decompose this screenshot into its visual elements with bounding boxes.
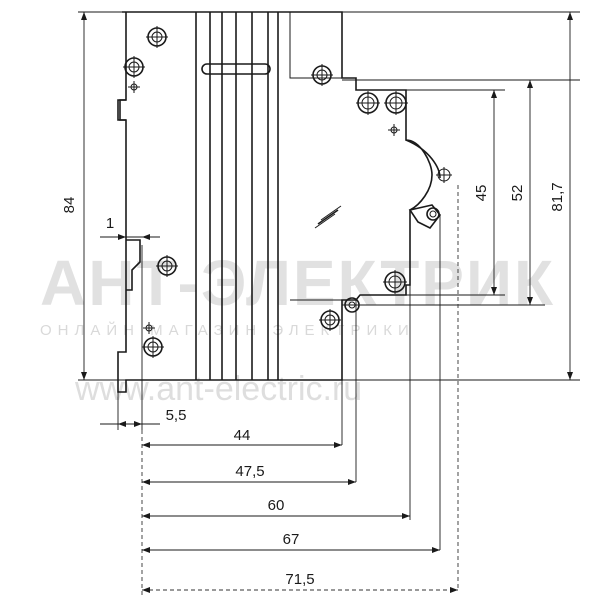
dim-offset-5-5: 5,5 xyxy=(166,407,187,424)
dim-width-44: 44 xyxy=(234,427,251,444)
dimension-labels: 84 1 5,5 44 47,5 60 67 71,5 45 52 81,7 xyxy=(61,182,566,588)
dim-width-71-5: 71,5 xyxy=(285,571,314,588)
screw-terminal-icon xyxy=(356,91,380,115)
screw-terminal-icon xyxy=(123,56,145,78)
screws xyxy=(123,26,452,358)
dim-width-47-5: 47,5 xyxy=(235,463,264,480)
screw-terminal-icon xyxy=(142,336,164,358)
inspection-slot xyxy=(317,209,339,225)
dim-width-60: 60 xyxy=(268,497,285,514)
screw-terminal-icon xyxy=(311,64,333,86)
watermark-brand: АНТ-ЭЛЕКТРИК xyxy=(40,247,555,319)
dim-height-84: 84 xyxy=(61,197,78,214)
dim-clearance-1: 1 xyxy=(106,215,114,232)
screw-terminal-icon xyxy=(384,91,408,115)
screw-terminal-icon xyxy=(383,270,407,294)
extension-lines xyxy=(78,11,580,595)
handle-slot xyxy=(201,63,271,75)
watermark-url: www.ant-electric.ru xyxy=(74,370,362,408)
dim-height-52: 52 xyxy=(509,185,526,202)
dim-width-67: 67 xyxy=(283,531,300,548)
watermark-tagline: ОНЛАЙН МАГАЗИН ЭЛЕКТРИКИ xyxy=(40,321,415,339)
rivet-cross-icon xyxy=(128,81,140,93)
rivet-cross-icon xyxy=(388,124,400,136)
screw-terminal-icon xyxy=(156,255,178,277)
screw-terminal-icon xyxy=(146,26,168,48)
screw-terminal-icon xyxy=(436,167,452,183)
dim-height-81-7: 81,7 xyxy=(549,182,566,211)
dimension-lines xyxy=(81,11,580,593)
dim-height-45: 45 xyxy=(473,185,490,202)
breaker-body xyxy=(117,11,442,393)
screw-terminal-icon xyxy=(426,207,440,221)
rivet-cross-icon xyxy=(143,322,155,334)
screw-terminal-icon xyxy=(319,309,341,331)
